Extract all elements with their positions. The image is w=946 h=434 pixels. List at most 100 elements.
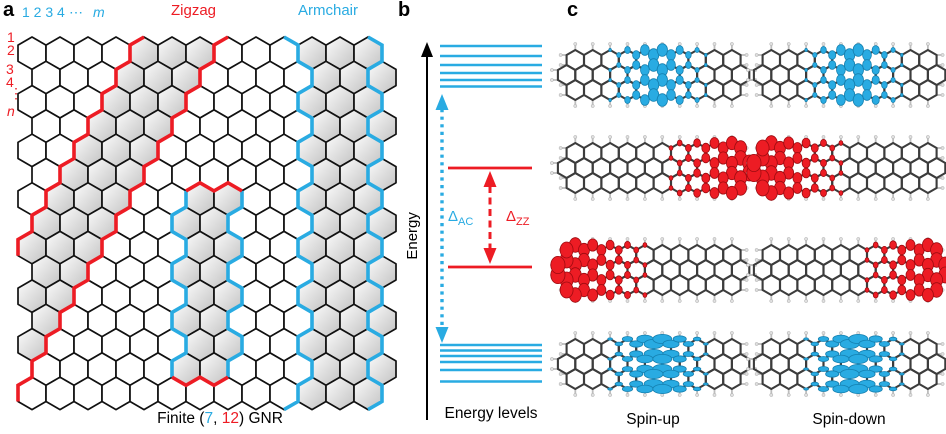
spin-density-blob [810,143,819,153]
row-index-ellipsis: ⋮ [9,85,23,101]
spin-density-blob [703,372,709,376]
spin-density-blob [701,142,711,154]
spin-density-blob [878,381,890,387]
spin-density-blob [704,62,708,67]
spin-density-blob [643,368,664,379]
spin-density-blob [701,172,711,184]
spin-density-blob [668,145,674,151]
spin-density-blob [812,52,818,58]
spin-density-blob [872,241,879,249]
spin-density-blob [685,51,692,59]
row-index-3: 3 [6,61,14,77]
gnr-zigzag-top [185,180,243,193]
spin-density-blob [888,366,898,372]
spin-density-blob [672,335,687,343]
spin-density-blob [614,381,623,387]
spin-density-blob [890,47,896,53]
spin-density-blob [820,66,827,74]
spin-density-blob [820,76,827,84]
spin-density-blob [900,53,904,58]
spin-density-blob [709,157,720,169]
spin-density-blob [838,190,844,196]
spin-density-blob [703,382,709,386]
spin-density-blob [905,259,916,271]
gap-arrowhead-down [435,327,449,343]
column-index-digits: 1 2 3 4 [22,4,65,20]
spin-density-blob [890,97,896,103]
gnr-armchair-side-right [226,190,244,378]
spin-density-blob [701,152,711,164]
energy-axis-label: Energy [404,212,422,260]
panel-b-letter: b [398,0,411,21]
gnr-molecule [550,135,758,201]
spin-density-blob [608,47,612,53]
spin-density-blob [682,371,694,377]
panel-a-letter: a [3,0,15,21]
delta-zz-symbol: Δ [506,208,517,225]
spin-density-blob [693,168,701,178]
spin-density-blob [864,287,870,293]
spin-density-blob [682,381,694,387]
spin-density-blob [803,387,809,391]
spin-density-blob [666,59,676,71]
spin-density-blob [704,53,708,58]
spin-up-caption: Spin-up [626,411,680,428]
spin-density-blob [864,247,870,253]
spin-density-blob [621,356,634,362]
caption-n-value: 12 [221,410,239,427]
column-index-variable: m [93,4,105,20]
zigzag-edge-line-left [16,35,145,256]
spin-density-blob [605,289,615,301]
spin-density-blob [900,62,904,67]
spin-density-blob [725,185,738,201]
spin-density-blob [881,275,888,284]
spin-density-blob [704,83,708,88]
spin-density-blob [621,336,634,342]
spin-density-blob [608,77,612,82]
spin-density-blob [703,352,709,356]
spin-density-blob [812,92,818,98]
spin-density-blob [801,157,811,169]
spin-density-blob [829,144,835,152]
spin-density-blob [694,97,700,103]
spin-density-blob [632,60,641,70]
gnr-molecule [550,237,758,303]
spin-density-blob [836,44,846,56]
spin-density-blob [810,153,819,163]
spin-density-blob [676,189,683,197]
spin-density-blob [624,291,631,300]
spin-density-blob [890,67,896,73]
spin-density-blob [899,342,905,346]
spin-density-blob [614,275,623,285]
spin-density-blob [656,93,668,107]
spin-density-blob [640,74,650,86]
spin-density-blob [693,158,701,168]
spin-density-blob [801,137,811,149]
spin-density-blob [899,352,905,356]
gnr-molecule [550,331,758,397]
spin-density-blob [864,277,870,283]
spin-density-blob [616,52,622,58]
spin-density-blob [858,339,876,349]
row-index-1: 1 [7,29,15,45]
spin-density-blob [614,255,623,265]
spin-density-blob [868,365,883,373]
spin-density-blob [881,246,888,254]
spin-density-blob [614,351,623,357]
gnr-molecule [746,331,946,397]
spin-density-blob [633,286,639,294]
spin-density-blob [836,94,846,106]
spin-density-blob [685,153,692,162]
spin-density-blob [587,238,599,252]
spin-density-blob [624,241,631,249]
spin-density-blob [632,80,641,90]
spin-density-blob [632,90,641,100]
spin-density-blob [810,371,819,377]
spin-density-blob [905,269,916,281]
spin-density-blob [858,369,876,379]
spin-density-blob [817,386,830,392]
spin-density-blob [825,380,840,388]
spin-density-blob [820,189,827,198]
spin-density-blob [666,79,676,91]
